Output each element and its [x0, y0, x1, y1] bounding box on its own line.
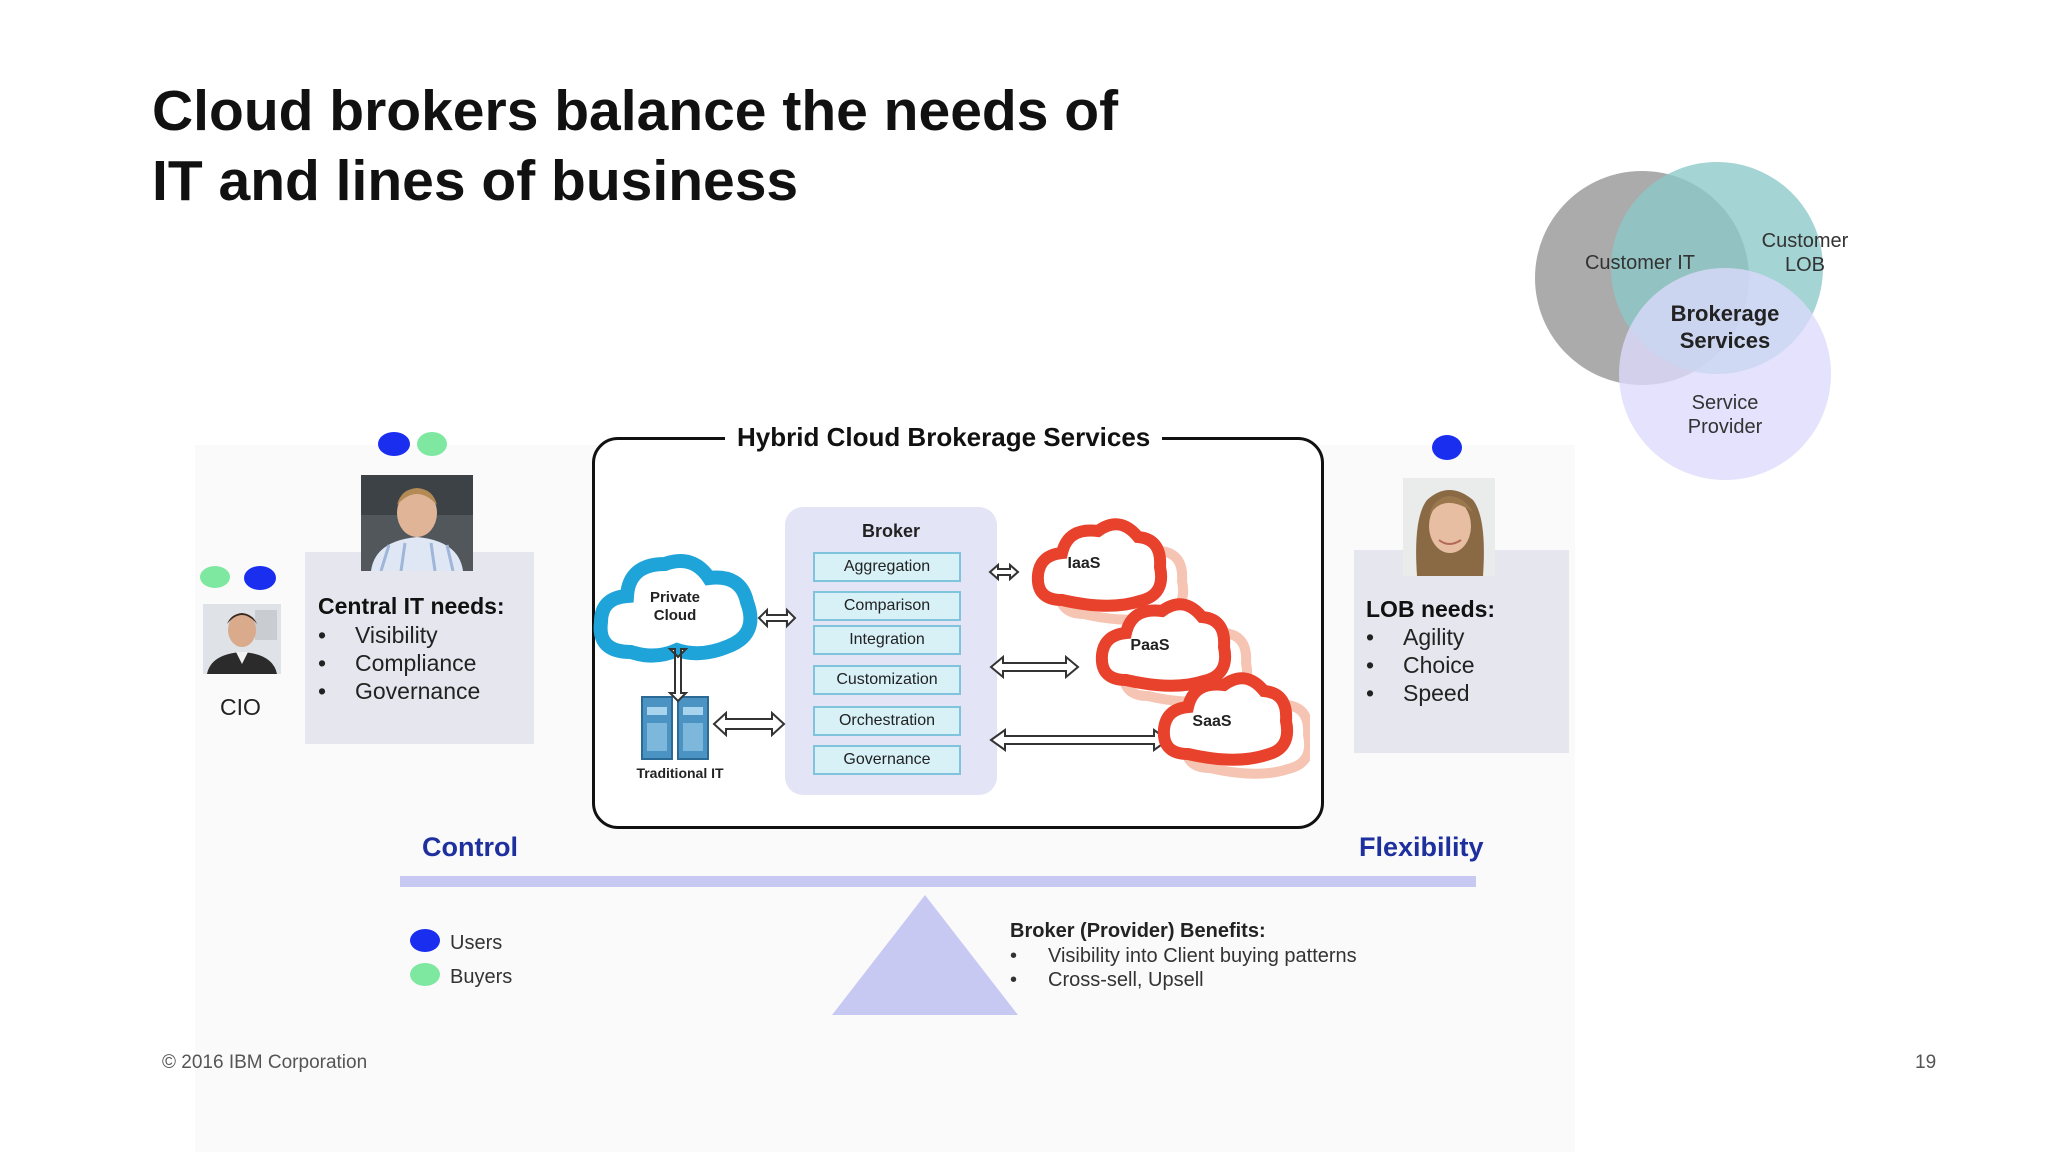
lob-needs-box [1354, 550, 1569, 753]
arrow-cloud-broker [757, 607, 797, 629]
arrow-servers-broker [712, 710, 786, 738]
venn-label-provider-line-1: Service [1691, 392, 1759, 414]
venn-circle-service-provider [1619, 268, 1831, 480]
lob-need: Speed [1403, 680, 1470, 706]
benefits-list: •Visibility into Client buying patterns … [1010, 944, 1357, 992]
cio-label: CIO [220, 694, 261, 720]
balance-fulcrum-triangle [832, 895, 1018, 1015]
bullet: • [318, 678, 327, 704]
private-cloud-label-line-2: Cloud [653, 607, 697, 624]
paas-label: PaaS [1130, 637, 1170, 654]
bullet: • [1010, 945, 1018, 967]
broker-item-customization: Customization [813, 665, 961, 695]
list-item: • Cross-sell, Upsell [1010, 968, 1357, 992]
broker-item-aggregation: Aggregation [813, 552, 961, 582]
slide-title-line-1: Cloud brokers balance the needs of [152, 79, 1119, 143]
lob-need: Choice [1403, 652, 1475, 678]
list-item: • Agility [1366, 623, 1475, 651]
legend-buyers-dot [410, 963, 440, 986]
bullet: • [1010, 969, 1018, 991]
bullet: • [1366, 652, 1375, 678]
venn-label-brokerage-services: Brokerage Services [1645, 300, 1805, 354]
central-it-need: Compliance [355, 650, 477, 676]
connector-arrows [667, 562, 1170, 752]
broker-item-comparison: Comparison [813, 591, 961, 621]
bullet: • [318, 650, 327, 676]
lob-user-dot [1432, 435, 1462, 460]
legend-buyers-label: Buyers [450, 966, 513, 988]
lob-needs-list: • Agility • Choice • Speed [1366, 623, 1475, 707]
arrow-cloud-servers [667, 648, 689, 703]
venn-label-customer-lob-line-1: Customer [1761, 230, 1849, 252]
central-it-needs-title: Central IT needs: [318, 593, 505, 619]
central-it-needs-box [305, 552, 534, 744]
bullet: • [318, 622, 327, 648]
broker-item-integration: Integration [813, 625, 961, 655]
lob-needs-title: LOB needs: [1366, 596, 1496, 622]
it-manager-portrait-icon [361, 475, 473, 571]
broker-item-orchestration: Orchestration [813, 706, 961, 736]
central-it-buyer-dot [417, 432, 447, 456]
private-cloud-label: Private Cloud [620, 589, 730, 625]
footer-copyright: © 2016 IBM Corporation [162, 1052, 368, 1073]
private-cloud-label-line-1: Private [649, 589, 701, 606]
arrow-broker-paas [989, 654, 1080, 680]
saas-cloud-icon [1157, 672, 1293, 766]
balance-beam [400, 876, 1476, 887]
page-number: 19 [1915, 1052, 1937, 1073]
venn-diagram: Customer IT Customer LOB Brokerage Servi… [1520, 160, 1920, 490]
venn-label-customer-lob-line-2: LOB [1784, 254, 1826, 276]
central-it-user-dot [378, 432, 410, 456]
venn-label-customer-lob: Customer LOB [1730, 229, 1880, 277]
list-item: • Governance [318, 677, 480, 705]
legend-users-label: Users [450, 932, 503, 954]
central-it-needs-list: • Visibility • Compliance • Governance [318, 621, 480, 705]
list-item: • Visibility into Client buying patterns [1010, 944, 1357, 968]
central-it-need: Visibility [355, 622, 438, 648]
venn-label-provider-line-2: Provider [1687, 416, 1763, 438]
list-item: • Choice [1366, 651, 1475, 679]
benefits-title: Broker (Provider) Benefits: [1010, 920, 1266, 942]
list-item: • Visibility [318, 621, 480, 649]
benefit-item: Cross-sell, Upsell [1048, 969, 1204, 991]
hybrid-cloud-title: Hybrid Cloud Brokerage Services [725, 422, 1163, 453]
arrow-broker-iaas [988, 562, 1020, 582]
venn-label-brokerage-line-2: Services [1679, 328, 1771, 353]
broker-item-governance: Governance [813, 745, 961, 775]
scale-label-flexibility: Flexibility [1359, 832, 1484, 862]
saas-label: SaaS [1192, 713, 1232, 730]
lob-woman-portrait-icon [1403, 478, 1495, 576]
bullet: • [1366, 624, 1375, 650]
cio-user-dot [244, 566, 276, 590]
broker-title: Broker [861, 521, 921, 541]
venn-label-brokerage-line-1: Brokerage [1670, 301, 1780, 326]
list-item: • Speed [1366, 679, 1475, 707]
benefit-item: Visibility into Client buying patterns [1048, 945, 1357, 967]
lob-need: Agility [1403, 624, 1465, 650]
list-item: • Compliance [318, 649, 480, 677]
iaas-cloud-icon [1031, 518, 1167, 612]
server-rack-icon [641, 696, 709, 760]
cio-portrait-icon [203, 604, 281, 674]
venn-circles [1535, 162, 1831, 480]
slide-title-line-2: IT and lines of business [152, 149, 799, 213]
service-clouds [1031, 518, 1310, 779]
venn-label-customer-it: Customer IT [1584, 252, 1696, 274]
central-it-need: Governance [355, 678, 481, 704]
cio-buyer-dot [200, 566, 230, 588]
iaas-label: IaaS [1067, 555, 1101, 572]
legend-users-dot [410, 929, 440, 952]
traditional-it-label: Traditional IT [636, 765, 724, 781]
private-cloud-icon [593, 554, 758, 663]
venn-label-service-provider: Service Provider [1650, 391, 1800, 439]
bullet: • [1366, 680, 1375, 706]
slide-title: Cloud brokers balance the needs of IT an… [152, 76, 1118, 216]
scale-label-control: Control [422, 832, 518, 862]
